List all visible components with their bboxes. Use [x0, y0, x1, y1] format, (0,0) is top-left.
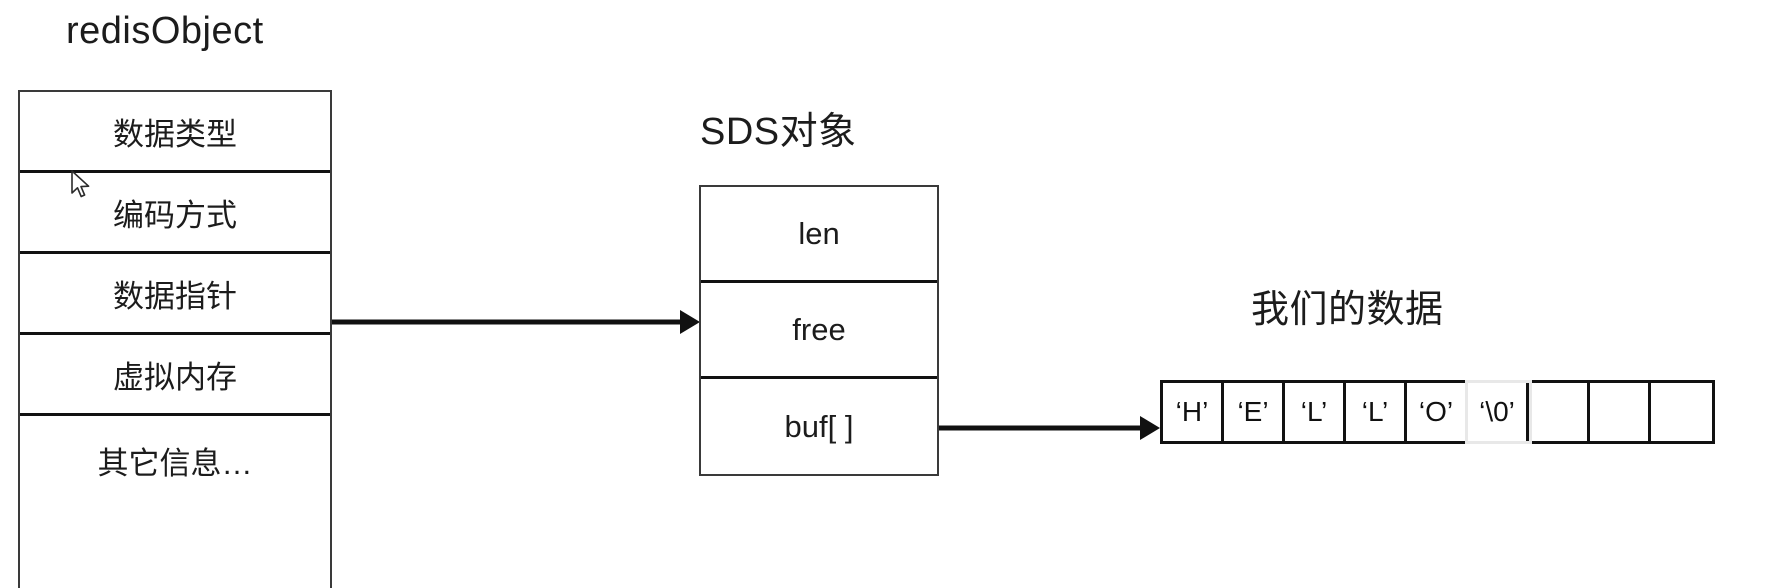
redis-object-row-label: 编码方式 [113, 197, 237, 233]
data-array-cell-empty[interactable] [1590, 383, 1651, 441]
redis-object-title: redisObject [66, 10, 264, 52]
sds-object-title: SDS对象 [700, 111, 857, 153]
data-array-cell-empty[interactable] [1529, 383, 1590, 441]
data-array-cell-value: ‘E’ [1237, 396, 1269, 427]
arrow-shaft [939, 425, 1144, 431]
data-array-cell-value: ‘L’ [1300, 396, 1328, 427]
sds-object-row-buf[interactable]: buf[ ] [701, 379, 937, 475]
redis-object-table: 数据类型 编码方式 数据指针 虚拟内存 其它信息… [18, 90, 332, 588]
redis-object-row-label: 虚拟内存 [113, 359, 237, 395]
redis-object-row-label: 数据类型 [113, 116, 237, 152]
data-array-cell-value: ‘H’ [1175, 396, 1209, 427]
arrow-head-icon [680, 310, 700, 334]
data-array-cell[interactable]: ‘H’ [1163, 383, 1224, 441]
data-array-cell[interactable]: ‘O’ [1407, 383, 1468, 441]
data-array-cell-value: ‘\0’ [1479, 396, 1515, 427]
redis-object-row-virtual-memory[interactable]: 虚拟内存 [20, 335, 330, 416]
redis-object-row-data-type[interactable]: 数据类型 [20, 92, 330, 173]
sds-object-row-free[interactable]: free [701, 283, 937, 379]
redis-object-row-label: 其它信息… [97, 445, 253, 481]
data-array-table: ‘H’ ‘E’ ‘L’ ‘L’ ‘O’ ‘\0’ [1160, 380, 1715, 444]
data-array-cell-empty[interactable] [1651, 383, 1712, 441]
arrow-head-icon [1140, 416, 1160, 440]
redis-object-row-encoding[interactable]: 编码方式 [20, 173, 330, 254]
redis-object-row-label: 数据指针 [113, 278, 237, 314]
redis-object-row-data-pointer[interactable]: 数据指针 [20, 254, 330, 335]
sds-object-row-label: free [792, 311, 846, 347]
arrow-buf-to-data-array [939, 416, 1163, 440]
data-array-cell-value: ‘O’ [1418, 396, 1454, 427]
data-array-title: 我们的数据 [1251, 289, 1444, 331]
redis-object-row-other-info[interactable]: 其它信息… [20, 416, 330, 504]
data-array-cell-value: ‘L’ [1361, 396, 1389, 427]
sds-object-row-len[interactable]: len [701, 187, 937, 283]
arrow-data-pointer-to-sds [332, 310, 702, 334]
sds-object-row-label: buf[ ] [784, 409, 854, 444]
data-array-cell[interactable]: ‘L’ [1285, 383, 1346, 441]
sds-object-row-label: len [798, 215, 840, 251]
data-array-cell-null-terminator[interactable]: ‘\0’ [1465, 380, 1532, 444]
data-array-cell[interactable]: ‘E’ [1224, 383, 1285, 441]
sds-object-table: len free buf[ ] [699, 185, 939, 476]
arrow-shaft [332, 319, 684, 325]
data-array-cell[interactable]: ‘L’ [1346, 383, 1407, 441]
